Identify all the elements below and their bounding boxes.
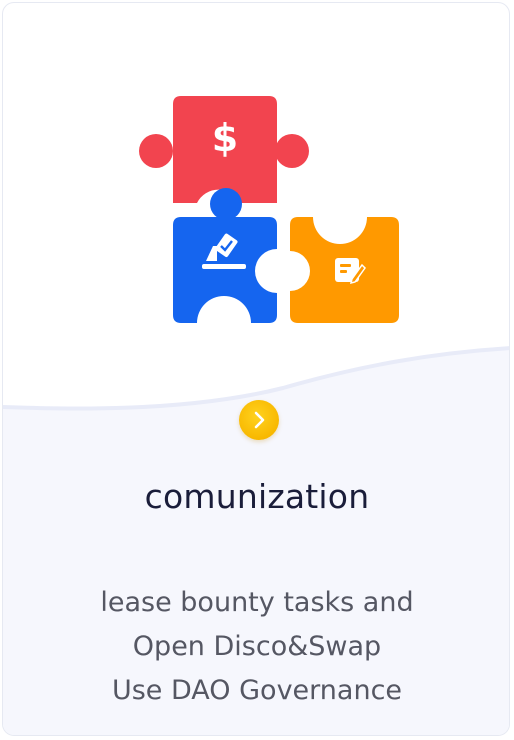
puzzle-piece-red — [139, 96, 309, 203]
puzzle-illustration: $ — [139, 96, 399, 323]
dollar-icon: $ — [212, 116, 238, 160]
edit-document-icon — [335, 258, 366, 285]
ballot-box-icon — [202, 233, 246, 269]
background-wave — [3, 346, 509, 735]
card-title: comunization — [144, 477, 370, 516]
chevron-right-icon — [254, 411, 265, 429]
description-line: lease bounty tasks and — [100, 587, 414, 618]
next-button[interactable] — [239, 400, 279, 440]
description-line: Open Disco&Swap — [132, 631, 382, 662]
description-line: Use DAO Governance — [111, 675, 403, 706]
card-description: lease bounty tasks and Open Disco&Swap U… — [3, 581, 509, 713]
puzzle-piece-blue — [173, 188, 277, 323]
